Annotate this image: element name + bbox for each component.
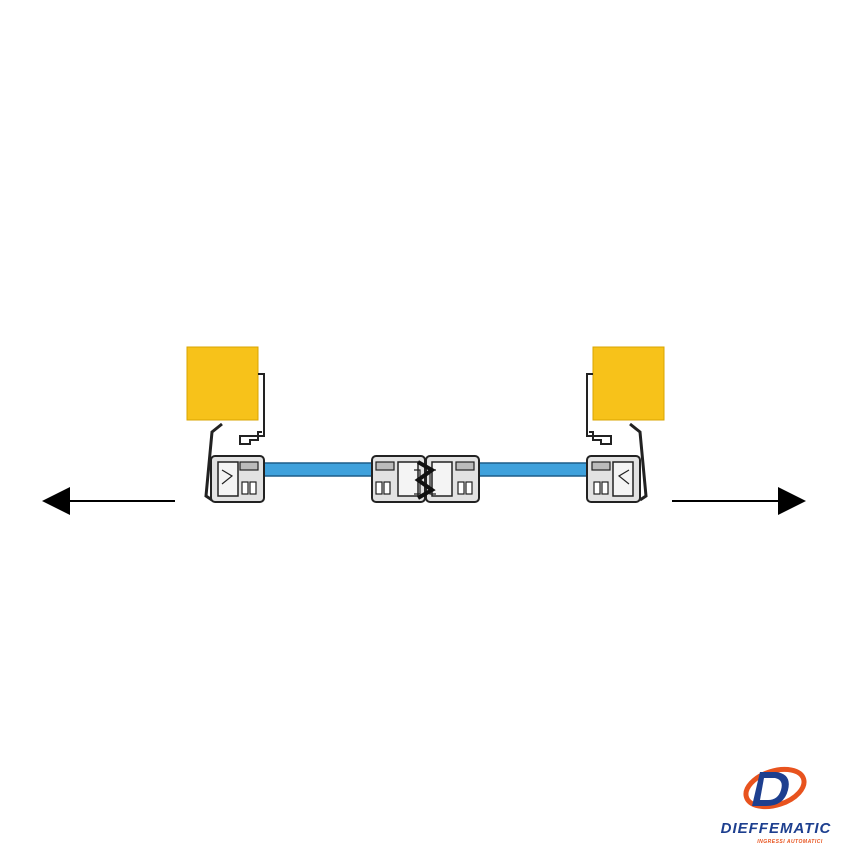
right-outer-profile <box>586 455 641 503</box>
logo-tagline: INGRESSI AUTOMATICI <box>757 839 823 845</box>
right-motor-box <box>592 346 665 421</box>
right-housing-bracket <box>586 373 612 445</box>
right-glass-panel <box>461 462 598 477</box>
left-motor-housing <box>186 346 265 502</box>
left-motor-box <box>186 346 259 421</box>
left-outer-profile <box>210 455 265 503</box>
right-meeting-profile <box>425 455 480 503</box>
logo-brand-name: DIEFFEMATIC <box>721 820 832 837</box>
brand-logo: DIEFFEMATIC INGRESSI AUTOMATICI <box>721 766 832 845</box>
right-motor-housing <box>586 346 665 502</box>
left-housing-bracket <box>239 373 265 445</box>
right-side-guide <box>629 422 648 502</box>
arrow-left-icon <box>42 487 175 515</box>
arrow-right-icon <box>672 487 806 515</box>
logo-emblem-icon <box>743 766 807 810</box>
left-side-guide <box>204 422 223 502</box>
center-interlock-seal <box>414 460 436 500</box>
left-meeting-profile <box>371 455 426 503</box>
